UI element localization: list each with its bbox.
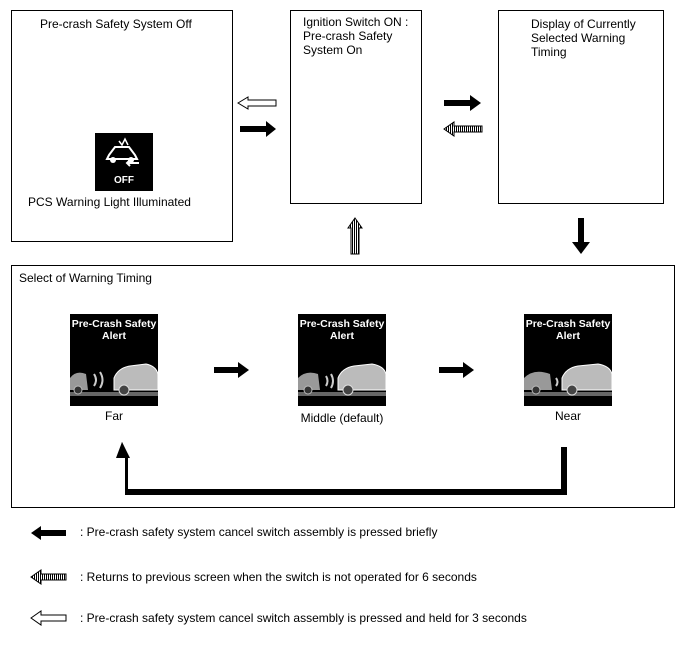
ignition-on-title: Ignition Switch ON : Pre-crash Safety Sy… [303, 15, 409, 57]
pcs-off-title: Pre-crash Safety System Off [40, 17, 192, 31]
legend-hollow-arrow-left-icon [30, 610, 67, 626]
current-timing-title: Display of Currently Selected Warning Ti… [531, 17, 636, 59]
solid-arrow-down-icon [572, 218, 590, 254]
pcs-off-icon-text: OFF [114, 175, 134, 186]
alert-screen-far: Pre-Crash Safety Alert [70, 314, 158, 406]
alert-screen-middle: Pre-Crash Safety Alert [298, 314, 386, 406]
caption-near: Near [554, 409, 581, 423]
middle-distance-icon [298, 363, 386, 396]
solid-arrow-right-icon-middle-near [439, 362, 474, 378]
caption-far: Far [105, 409, 123, 423]
alert-title-middle: Pre-Crash Safety Alert [299, 318, 385, 342]
far-distance-icon [70, 363, 158, 396]
legend-text-brief-press: : Pre-crash safety system cancel switch … [80, 525, 438, 539]
ignition-on-box: Ignition Switch ON : Pre-crash Safety Sy… [290, 10, 422, 204]
hatched-arrow-up-icon [347, 217, 363, 255]
pcs-car-icon [105, 137, 139, 167]
solid-arrow-right-icon [240, 121, 276, 137]
alert-title-far: Pre-Crash Safety Alert [71, 318, 157, 342]
hollow-arrow-left-icon [237, 96, 277, 110]
caption-middle: Middle (default) [300, 411, 384, 425]
loop-arrow-icon [116, 442, 567, 495]
solid-arrow-right-icon-far-middle [214, 362, 249, 378]
pcs-warning-light-icon: OFF [95, 133, 153, 191]
select-timing-title: Select of Warning Timing [19, 271, 152, 285]
legend-hatched-arrow-left-icon [30, 569, 67, 585]
legend-solid-arrow-left-icon [31, 526, 66, 540]
hatched-arrow-left-icon [443, 121, 483, 137]
solid-arrow-right-icon-2 [444, 95, 481, 111]
near-distance-icon [524, 363, 612, 396]
legend-text-held: : Pre-crash safety system cancel switch … [80, 611, 527, 625]
legend-text-timeout: : Returns to previous screen when the sw… [80, 570, 477, 584]
current-timing-box: Display of Currently Selected Warning Ti… [498, 10, 664, 204]
alert-screen-near: Pre-Crash Safety Alert [524, 314, 612, 406]
pcs-warning-caption: PCS Warning Light Illuminated [28, 195, 191, 209]
pcs-off-box: Pre-crash Safety System Off OFF PCS Warn… [11, 10, 233, 242]
alert-title-near: Pre-Crash Safety Alert [525, 318, 611, 342]
